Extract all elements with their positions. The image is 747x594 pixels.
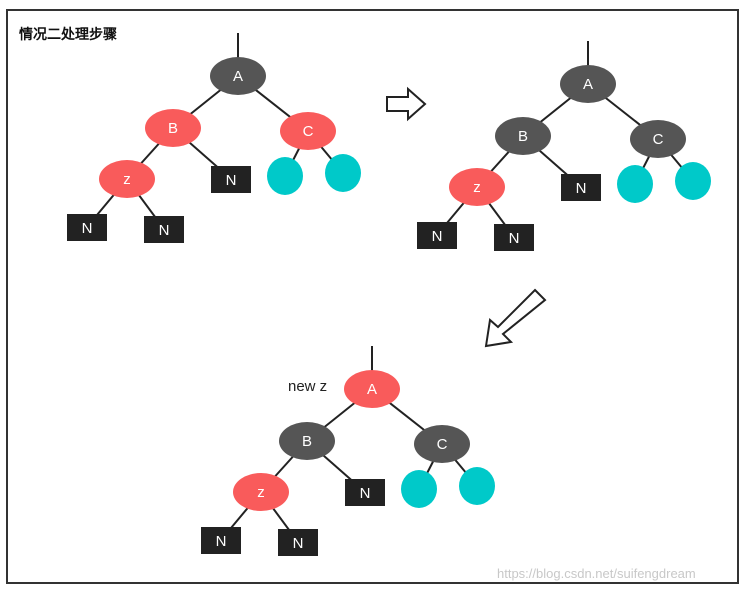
node-B-label: B	[302, 433, 312, 450]
down-left-arrow-icon	[484, 288, 547, 348]
node-z	[449, 168, 505, 206]
leaf-node	[267, 157, 303, 195]
node-A	[560, 65, 616, 103]
node-C-label: C	[303, 123, 314, 140]
nil-node	[67, 214, 107, 241]
node-z-label: z	[257, 484, 265, 501]
nil-node	[345, 479, 385, 506]
node-B	[145, 109, 201, 147]
node-B-label: B	[518, 128, 528, 145]
nil-node	[278, 529, 318, 556]
right-arrow-icon	[386, 86, 427, 122]
nil-node	[211, 166, 251, 193]
nil-node	[561, 174, 601, 201]
node-B	[495, 117, 551, 155]
diagram-title: 情况二处理步骤	[19, 27, 117, 43]
nil-node-label: N	[432, 228, 443, 245]
node-A-label: A	[367, 381, 377, 398]
node-A	[210, 57, 266, 95]
nil-node-label: N	[159, 222, 170, 239]
nil-node-label: N	[226, 172, 237, 189]
leaf-node	[325, 154, 361, 192]
node-A-label: A	[233, 68, 243, 85]
nil-node-label: N	[82, 220, 93, 237]
node-z	[233, 473, 289, 511]
leaf-node	[617, 165, 653, 203]
node-A-label: A	[583, 76, 593, 93]
leaf-node	[675, 162, 711, 200]
watermark: https://blog.csdn.net/suifengdream	[497, 566, 696, 581]
node-B-label: B	[168, 120, 178, 137]
node-B	[279, 422, 335, 460]
node-C	[630, 120, 686, 158]
nil-node	[201, 527, 241, 554]
nil-node-label: N	[216, 533, 227, 550]
nil-node-label: N	[360, 485, 371, 502]
nil-node	[144, 216, 184, 243]
nil-node	[494, 224, 534, 251]
nil-node	[417, 222, 457, 249]
leaf-node	[459, 467, 495, 505]
node-C	[280, 112, 336, 150]
nil-node-label: N	[509, 230, 520, 247]
nil-node-label: N	[576, 180, 587, 197]
leaf-node	[401, 470, 437, 508]
node-z	[99, 160, 155, 198]
nil-node-label: N	[293, 535, 304, 552]
node-C	[414, 425, 470, 463]
node-C-label: C	[653, 131, 664, 148]
node-A	[344, 370, 400, 408]
node-C-label: C	[437, 436, 448, 453]
new-z-annotation: new z	[288, 378, 328, 395]
node-z-label: z	[123, 171, 131, 188]
node-z-label: z	[473, 179, 481, 196]
